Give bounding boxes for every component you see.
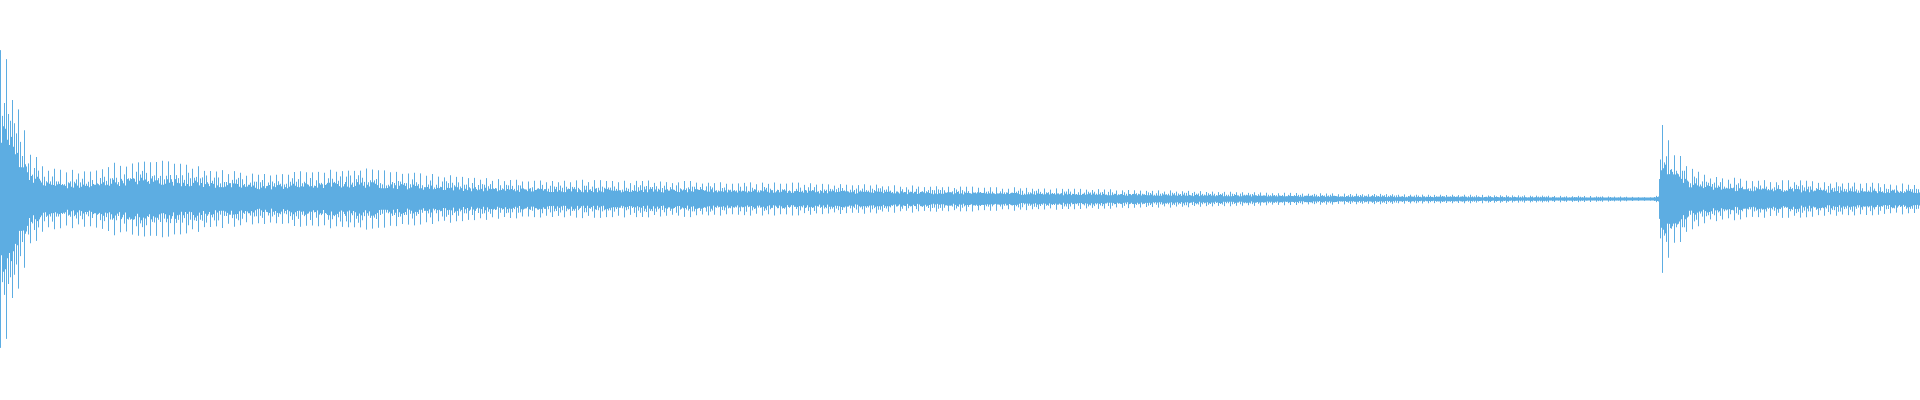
- waveform-bars: [0, 50, 1920, 348]
